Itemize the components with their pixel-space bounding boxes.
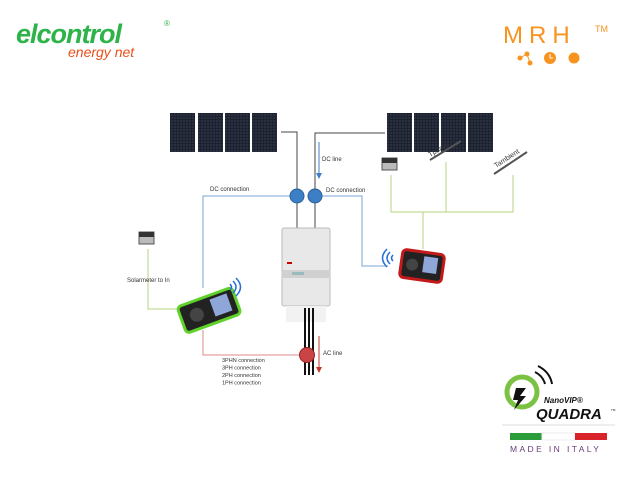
diagram-label: NanoVIP® xyxy=(544,396,583,405)
diagram-label: 3PH connection xyxy=(222,366,261,372)
irradiance-sensor-right xyxy=(381,157,398,171)
diagram-label: energy net xyxy=(68,44,135,60)
diagram-label: MRH xyxy=(503,22,576,49)
ac-connection-wire xyxy=(202,330,300,356)
connection-types: 3PHN connection 3PH connection 2PH conne… xyxy=(222,358,265,387)
green-analyzer-device xyxy=(176,286,242,334)
mrh-logo: MRH TM xyxy=(503,22,608,66)
diagram-label: QUADRA xyxy=(536,406,602,423)
tambient-probe: Tambient xyxy=(493,148,528,175)
red-analyzer-device xyxy=(398,248,446,284)
diagram-label: MADE IN ITALY xyxy=(510,444,601,454)
diagram-label: 3PHN connection xyxy=(222,358,265,364)
solarmeter-label: Solarmeter to In xyxy=(127,278,170,284)
dc-clamp-left xyxy=(289,188,305,204)
ac-line-label: AC line xyxy=(323,351,343,357)
diagram-label: elcontrol xyxy=(16,19,123,49)
ac-cables xyxy=(304,308,314,375)
nanovip-quadra-logo: NanoVIP® QUADRA TM MADE IN ITALY xyxy=(502,365,616,454)
network-icon xyxy=(517,51,533,66)
diagram-label: ® xyxy=(164,19,170,28)
wireless-icon xyxy=(229,277,242,297)
ac-clamp xyxy=(299,347,315,363)
dc-clamp-right xyxy=(307,188,323,204)
dc-wires xyxy=(281,131,385,228)
diagram-label: 2PH connection xyxy=(222,373,261,379)
brain-icon xyxy=(568,52,580,64)
elcontrol-logo: elcontrol ® energy net xyxy=(16,19,170,60)
diagram-label: TM xyxy=(595,24,608,34)
diagram-label: TM xyxy=(611,408,616,412)
clock-icon xyxy=(544,52,556,64)
inverter xyxy=(281,227,331,322)
dc-connection-right-label: DC connection xyxy=(326,188,365,194)
wireless-icon xyxy=(381,248,394,268)
dc-connection-left-label: DC connection xyxy=(210,187,249,193)
diagram-label: 1PH connection xyxy=(222,381,261,387)
dc-line-label: DC line xyxy=(322,157,342,163)
solar-array-left xyxy=(170,113,277,152)
irradiance-sensor-left xyxy=(138,231,155,245)
dc-connection-wires xyxy=(202,195,388,288)
sensor-wires xyxy=(147,162,514,310)
solar-array-right xyxy=(387,113,493,152)
